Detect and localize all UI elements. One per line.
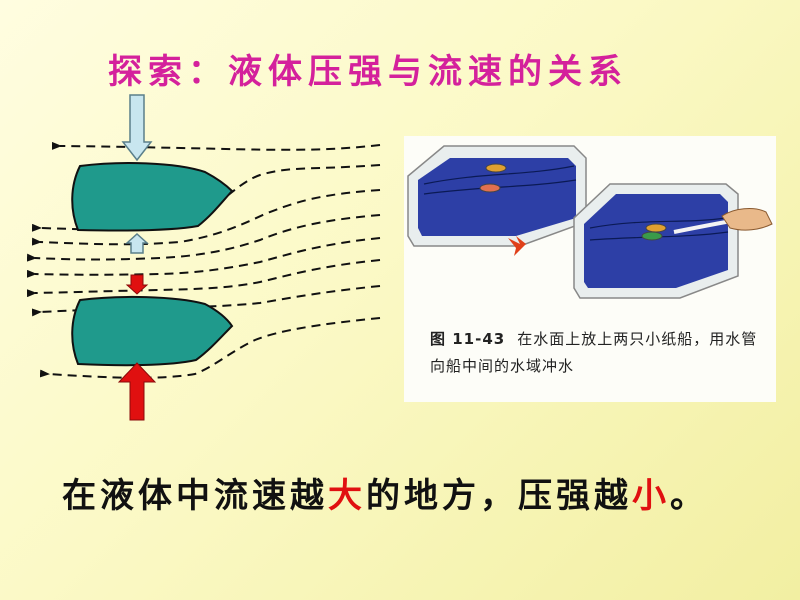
streamline (26, 237, 381, 278)
conclusion-part1: 在液体中流速越 (62, 476, 328, 516)
conclusion-highlight-small: 小 (632, 476, 670, 516)
experiment-illustration (407, 145, 773, 299)
streamline (31, 189, 381, 246)
boat-bottom (71, 295, 234, 367)
hand (721, 208, 773, 231)
caption-text: 在水面上放上两只小纸船，用水管向船中间的水域冲水 (430, 330, 758, 375)
pressure-arrow-bottom-outside (117, 362, 157, 421)
paper-boat (479, 183, 501, 193)
page-title: 探索：液体压强与流速的关系 (108, 52, 628, 92)
streamline (26, 214, 381, 262)
paper-boat (645, 223, 667, 233)
experiment-photo (404, 136, 776, 402)
figure-number: 图 11-43 (430, 330, 506, 348)
paper-boat (485, 163, 507, 173)
streamline (51, 141, 381, 151)
pressure-arrow-top-inside (125, 232, 149, 254)
tray-left-water (418, 158, 576, 236)
boat-top (71, 162, 234, 232)
streamline (39, 317, 381, 379)
pressure-arrow-top-outside (121, 94, 153, 162)
conclusion-part2: 的地方，压强越 (366, 476, 632, 516)
flow-diagram (26, 94, 381, 421)
tray-right-water (584, 194, 728, 288)
pressure-arrow-bottom-inside (125, 274, 149, 295)
paper-boat (641, 231, 663, 241)
conclusion-part3: 。 (670, 476, 708, 516)
conclusion-highlight-large: 大 (328, 476, 366, 516)
streamline (31, 285, 381, 317)
streamline (26, 259, 381, 298)
conclusion-text: 在液体中流速越大的地方，压强越小。 (62, 468, 708, 517)
flow-arrow-icon (508, 236, 526, 256)
